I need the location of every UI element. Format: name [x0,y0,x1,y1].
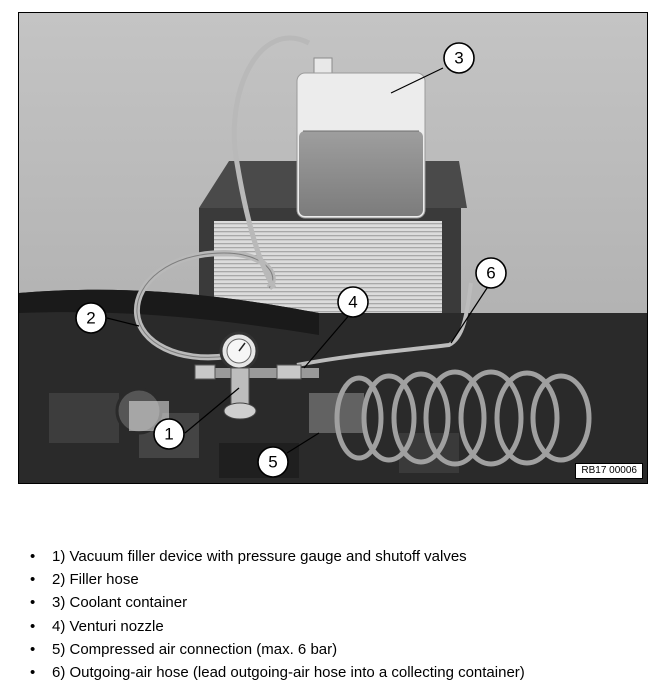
engine-bay [19,289,647,483]
svg-text:5: 5 [268,453,277,472]
coolant-container [296,57,426,219]
legend-item: 2) Filler hose [30,568,525,591]
legend-item: 5) Compressed air connection (max. 6 bar… [30,638,525,661]
svg-text:4: 4 [348,293,357,312]
legend-list: 1) Vacuum filler device with pressure ga… [30,545,525,684]
suction-hose [231,35,311,290]
svg-text:2: 2 [86,309,95,328]
callout-2: 2 [75,302,107,334]
callout-5: 5 [257,446,289,478]
photo-illustration: 1 2 3 4 5 6 [19,13,647,483]
callout-3: 3 [443,42,475,74]
legend-item: 6) Outgoing-air hose (lead outgoing-air … [30,661,525,684]
svg-text:1: 1 [164,425,173,444]
coiled-air-hose [334,369,592,467]
legend-item: 3) Coolant container [30,591,525,614]
outgoing-air-hose [296,282,473,367]
workshop-photo: 1 2 3 4 5 6 RB17 00006 [18,12,648,484]
legend-item: 4) Venturi nozzle [30,615,525,638]
callout-leaders [106,67,490,454]
callout-1: 1 [153,418,185,450]
svg-text:3: 3 [454,49,463,68]
callout-4: 4 [337,286,369,318]
legend-item: 1) Vacuum filler device with pressure ga… [30,545,525,568]
callout-6: 6 [475,257,507,289]
figure-reference-code: RB17 00006 [575,463,643,479]
vacuum-filler-device [194,331,319,420]
svg-text:6: 6 [486,264,495,283]
